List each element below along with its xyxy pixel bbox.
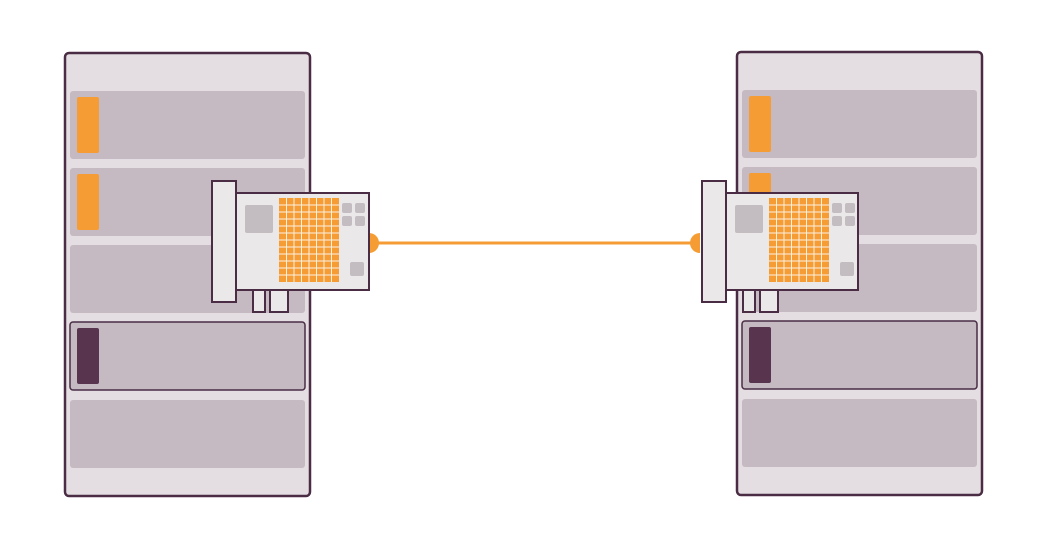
network-card-icon xyxy=(211,180,370,313)
card-chip-small xyxy=(355,216,365,226)
drive-bay xyxy=(742,90,977,158)
processor-grid-lines xyxy=(279,198,339,282)
card-chip-small xyxy=(840,262,854,276)
card-bracket xyxy=(211,180,237,303)
network-card-icon xyxy=(701,180,859,313)
drive-bay xyxy=(70,400,305,468)
cable-connector-right xyxy=(690,233,700,253)
card-chip-small xyxy=(832,216,842,226)
card-chip-small xyxy=(832,203,842,213)
card-chip-large xyxy=(245,205,273,233)
card-chip-small xyxy=(845,216,855,226)
card-chip-small xyxy=(342,216,352,226)
drive-bay xyxy=(70,91,305,159)
status-led-orange xyxy=(749,96,771,152)
drive-bay xyxy=(742,399,977,467)
server-left xyxy=(63,51,370,498)
card-chip-small xyxy=(350,262,364,276)
status-led-dark xyxy=(749,327,771,383)
card-pin xyxy=(742,289,756,313)
processor-grid-lines xyxy=(769,198,829,282)
drive-bay-selected xyxy=(69,321,306,391)
card-pin xyxy=(269,289,289,313)
card-chip-small xyxy=(845,203,855,213)
server-right xyxy=(701,50,984,497)
status-led-dark xyxy=(77,328,99,384)
network-cable xyxy=(369,233,700,253)
card-pin xyxy=(252,289,266,313)
status-led-orange xyxy=(77,97,99,153)
status-led-orange xyxy=(77,174,99,230)
drive-bay-selected xyxy=(741,320,978,390)
card-chip-small xyxy=(355,203,365,213)
cable-connector-left xyxy=(369,233,379,253)
card-pin xyxy=(759,289,779,313)
card-bracket xyxy=(701,180,727,303)
card-chip-small xyxy=(342,203,352,213)
card-chip-large xyxy=(735,205,763,233)
